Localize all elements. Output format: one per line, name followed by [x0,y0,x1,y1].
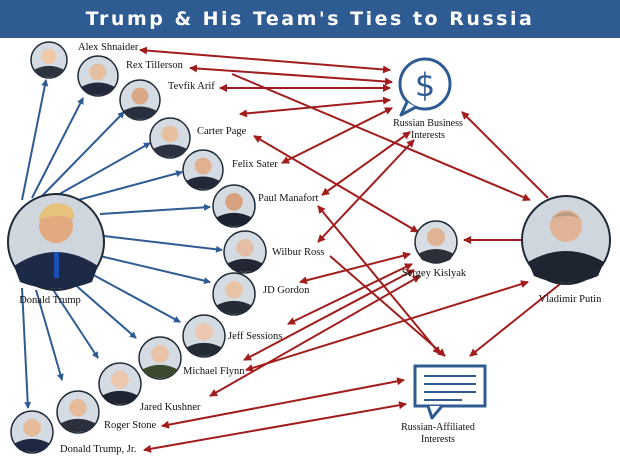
node-trumpjr: Donald Trump, Jr. [10,410,136,455]
arif-portrait [119,79,161,121]
page-label: Carter Page [197,126,247,137]
business-label-line1: Russian Business [393,118,463,129]
title-banner: Trump & His Team's Ties to Russia [0,0,620,38]
node-shnaider: Alex Shnaider [30,41,139,79]
russia-connections [139,46,561,453]
putin-label: Vladimir Putin [539,294,602,305]
manafort-label: Paul Manafort [258,193,318,204]
arrow-trump-sater [77,170,183,201]
stone-portrait [56,390,100,434]
arrow-ross-business [317,139,415,243]
arrow-page-business [239,96,391,118]
arrow-trump-shnaider [21,79,49,201]
arrow-trump-kushner [51,287,99,359]
arrow-trump-tillerson [31,97,84,199]
svg-text:$: $ [415,66,435,104]
arrow-flynn-putin [245,280,529,372]
node-donald-trump: Donald Trump [7,193,105,306]
arrow-trump-page [55,142,151,197]
ross-portrait [223,230,267,274]
trump-portrait [7,193,105,291]
business-interests-hub: $ Russian Business Interests [393,57,463,141]
trump-label: Donald Trump [19,295,81,306]
kushner-label: Jared Kushner [140,402,201,413]
arrow-page-kislyak [253,135,419,233]
arrow-flynn-kislyak [243,269,415,361]
kislyak-portrait [414,220,458,264]
node-tillerson: Rex Tillerson [77,55,184,97]
node-vladimir-putin: Vladimir Putin [521,195,611,305]
dollar-speech-bubble-icon: $ [398,57,452,117]
tillerson-portrait [77,55,119,97]
gordon-portrait [212,272,256,316]
arrow-manafort-business [321,131,411,196]
arrow-putin-business [461,111,549,199]
arrow-trump-arif [41,111,125,197]
flynn-label: Michael Flynn [183,366,245,377]
node-arif: Tevfik Arif [119,79,215,121]
arrow-trump-trumpjr [21,287,32,409]
arrow-tillerson-business [189,64,393,86]
shnaider-label: Alex Shnaider [78,42,139,53]
sessions-portrait [182,314,226,358]
trump-connections [21,79,223,409]
node-stone: Roger Stone [56,390,157,434]
node-sessions: Jeff Sessions [182,314,282,358]
sessions-label: Jeff Sessions [228,331,282,342]
arrow-trumpjr-affiliated [143,401,407,453]
page-title: Trump & His Team's Ties to Russia [85,8,535,30]
flynn-portrait [138,336,182,380]
page-portrait [149,117,191,159]
arrow-tillerson-putin [231,73,531,201]
putin-portrait [521,195,611,285]
tillerson-label: Rex Tillerson [126,60,184,71]
affiliated-label-line1: Russian-Affiliated [401,422,475,433]
arrow-trump-gordon [99,255,211,285]
node-sergey-kislyak: Sergey Kislyak [402,220,467,279]
arrow-trump-manafort [99,203,211,215]
sater-label: Felix Sater [232,159,278,170]
kislyak-label: Sergey Kislyak [402,268,467,279]
manafort-portrait [212,184,256,228]
ross-label: Wilbur Ross [272,247,324,258]
node-gordon: JD Gordon [212,272,310,316]
document-speech-bubble-icon [413,364,487,420]
sater-portrait [182,149,224,191]
node-kushner: Jared Kushner [98,362,201,413]
arrow-trump-sessions [87,271,181,323]
kushner-portrait [98,362,142,406]
node-manafort: Paul Manafort [212,184,318,228]
node-page: Carter Page [149,117,247,159]
stone-label: Roger Stone [104,420,157,431]
business-label-line2: Interests [411,130,445,141]
trumpjr-portrait [10,410,54,454]
node-ross: Wilbur Ross [223,230,324,274]
arrow-putin-affiliated [469,283,561,357]
arrow-trump-ross [103,235,223,253]
node-sater: Felix Sater [182,149,278,191]
affiliated-interests-hub: Russian-Affiliated Interests [401,364,487,445]
gordon-label: JD Gordon [263,285,310,296]
affiliated-label-line2: Interests [421,434,455,445]
node-flynn: Michael Flynn [138,336,245,380]
trumpjr-label: Donald Trump, Jr. [60,444,136,455]
arrow-trump-stone [35,289,64,381]
shnaider-portrait [30,41,68,79]
arif-label: Tevfik Arif [168,81,215,92]
arrow-trump-flynn [71,281,137,339]
